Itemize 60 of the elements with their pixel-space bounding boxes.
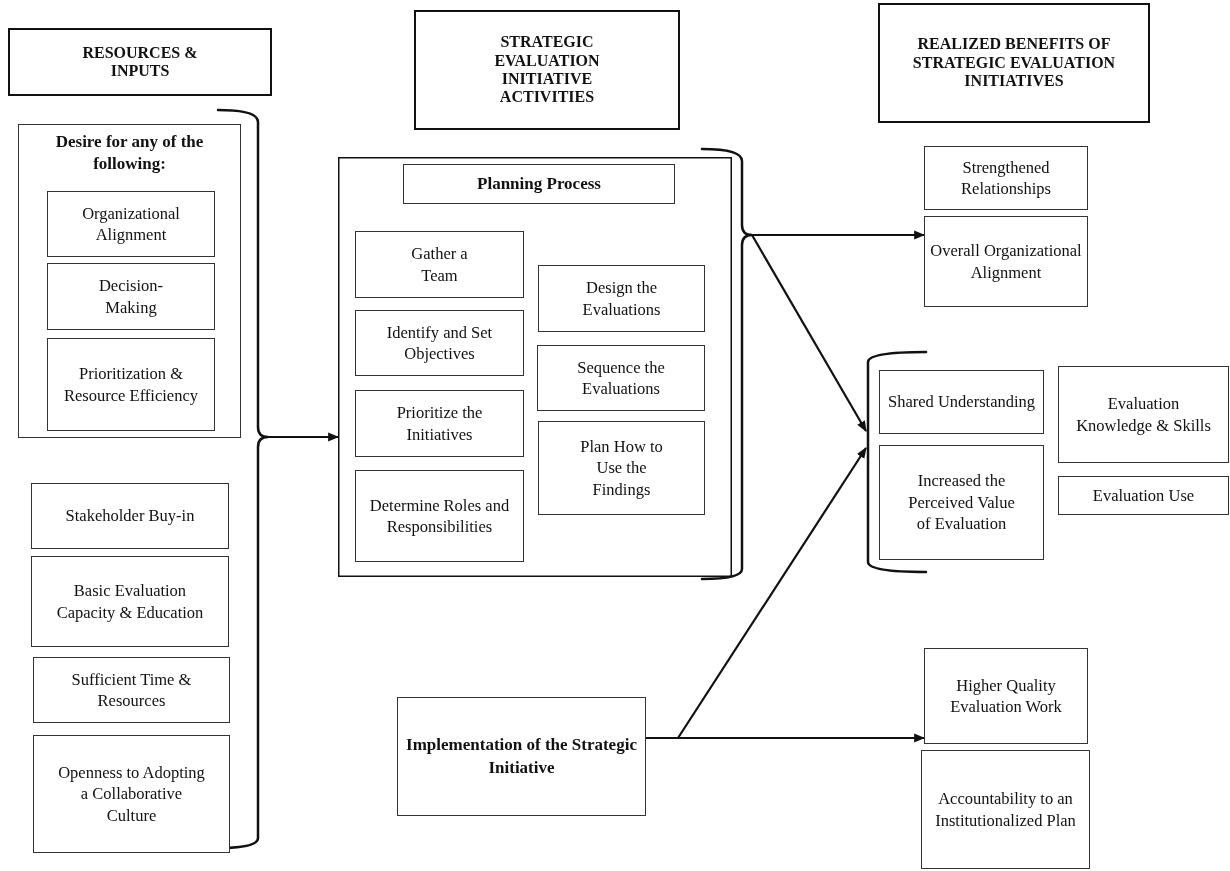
box-label: Identify and Set Objectives xyxy=(385,321,494,365)
box-label: Sequence the Evaluations xyxy=(576,356,666,400)
heading-label: REALIZED BENEFITS OF STRATEGIC EVALUATION INITIATIVES xyxy=(911,35,1117,91)
text-box xyxy=(924,648,1088,744)
text-box xyxy=(47,338,215,431)
box-label: Evaluation Knowledge & Skills xyxy=(1075,393,1212,436)
box-label: Basic Evaluation Capacity & Education xyxy=(55,580,205,623)
text-box xyxy=(921,750,1090,869)
text-box xyxy=(538,265,705,332)
text-box xyxy=(31,556,229,647)
box-label: Higher Quality Evaluation Work xyxy=(949,674,1063,718)
text-box xyxy=(33,735,230,853)
column-header-box xyxy=(8,28,272,96)
box-label: Overall Organizational Alignment xyxy=(929,240,1083,283)
text-box xyxy=(33,657,230,723)
box-label: Decision-Making xyxy=(97,275,165,318)
column-header-box xyxy=(878,3,1150,123)
text-box xyxy=(537,345,705,411)
column-header-box xyxy=(414,10,680,130)
heading-label: Implementation of the Strategic Initiative xyxy=(405,734,638,779)
box-label: Evaluation Use xyxy=(1092,484,1195,507)
heading-label: Desire for any of the following: xyxy=(54,131,205,176)
heading-label: STRATEGIC EVALUATION INITIATIVE ACTIVITIES xyxy=(493,33,601,107)
text-box xyxy=(1058,476,1229,515)
text-box xyxy=(397,697,646,816)
box-label: Prioritize the Initiatives xyxy=(395,402,484,445)
text-box xyxy=(879,445,1044,560)
box-label: Stakeholder Buy-in xyxy=(65,505,195,527)
text-box xyxy=(47,263,215,330)
arrow xyxy=(268,432,340,442)
box-label: Accountability to an Institutionalized Plan xyxy=(934,788,1077,831)
box-label: Strengthened Relationships xyxy=(960,156,1052,200)
arrow xyxy=(646,733,926,743)
box-label: Determine Roles and Responsibilities xyxy=(368,494,511,538)
box-label: Increased the Perceived Value of Evaluation xyxy=(907,470,1016,535)
arrow xyxy=(752,230,926,240)
text-box xyxy=(924,216,1088,307)
box-label: Plan How to Use the Findings xyxy=(579,435,664,501)
text-box xyxy=(403,164,675,204)
heading-label: Planning Process xyxy=(477,172,601,195)
text-box xyxy=(538,421,705,515)
box-label: Organizational Alignment xyxy=(81,202,181,246)
box-label: Design the Evaluations xyxy=(581,277,662,320)
heading-label: RESOURCES & INPUTS xyxy=(81,43,199,81)
text-box xyxy=(31,483,229,549)
text-box xyxy=(924,146,1088,210)
box-label: Shared Understanding xyxy=(887,391,1036,413)
text-box xyxy=(47,191,215,257)
text-box xyxy=(355,390,524,457)
box-label: Openness to Adopting a Collaborative Culture xyxy=(58,761,205,827)
text-box xyxy=(1058,366,1229,463)
text-box xyxy=(879,370,1044,434)
box-label: Prioritization & Resource Efficiency xyxy=(63,363,199,406)
text-box xyxy=(355,470,524,562)
text-box xyxy=(355,310,524,376)
box-label: Sufficient Time & Resources xyxy=(70,668,193,712)
text-box xyxy=(355,231,524,298)
group-box xyxy=(18,124,241,438)
box-label: Gather a Team xyxy=(410,243,469,286)
arrow xyxy=(751,234,867,432)
